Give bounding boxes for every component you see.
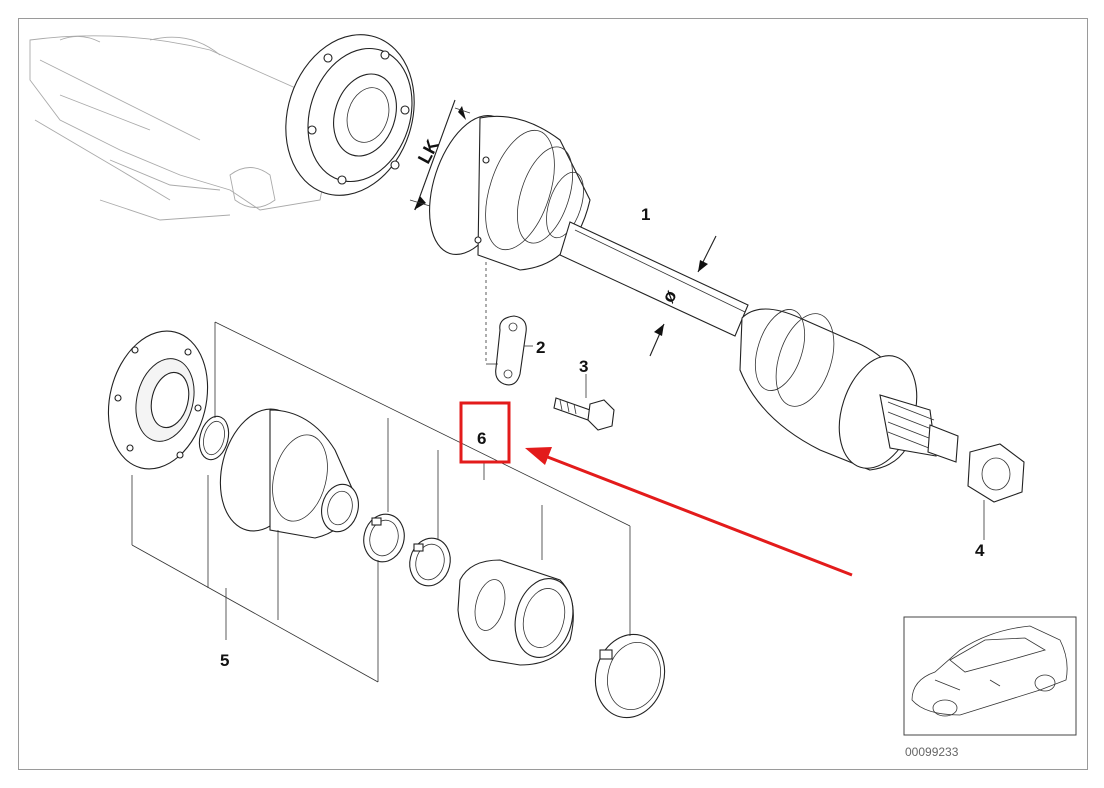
- part-label-3: 3: [579, 357, 588, 376]
- output-flange: [285, 34, 415, 196]
- part-label-2: 2: [536, 338, 545, 357]
- drive-shaft: [559, 221, 749, 337]
- inner-cv-joint: [429, 114, 591, 271]
- car-sedan-icon: [911, 625, 1068, 717]
- part-label-5: 5: [220, 651, 229, 670]
- lk-label: LK: [414, 136, 443, 167]
- arrow-head-icon: [525, 447, 552, 465]
- part-label-6: 6: [477, 429, 486, 448]
- part-label-1: 1: [641, 205, 650, 224]
- repair-kit-flange: [107, 330, 230, 470]
- outer-boot: [457, 559, 574, 666]
- part-label-4: 4: [975, 541, 985, 560]
- boot-clamp-large: [594, 633, 666, 719]
- boot-clamp-small-2: [409, 537, 451, 587]
- inner-boot: [219, 408, 359, 539]
- differential-housing: [29, 35, 331, 221]
- collar-nut: [967, 443, 1025, 540]
- lock-plate: [485, 262, 533, 386]
- highlight-box: [459, 401, 511, 464]
- assembly-leader-lines: [131, 321, 631, 683]
- hex-bolt: [553, 374, 615, 431]
- highlight-arrow: [544, 454, 853, 577]
- outer-cv-joint: [739, 308, 959, 471]
- part-labels: 1 2 3 4 5 6: [220, 205, 985, 670]
- highlight-annotation: [459, 401, 853, 577]
- reference-number: 00099233: [905, 745, 959, 759]
- boot-clamp-small-1: [363, 513, 405, 563]
- thumbnail-panel: 00099233: [903, 616, 1077, 759]
